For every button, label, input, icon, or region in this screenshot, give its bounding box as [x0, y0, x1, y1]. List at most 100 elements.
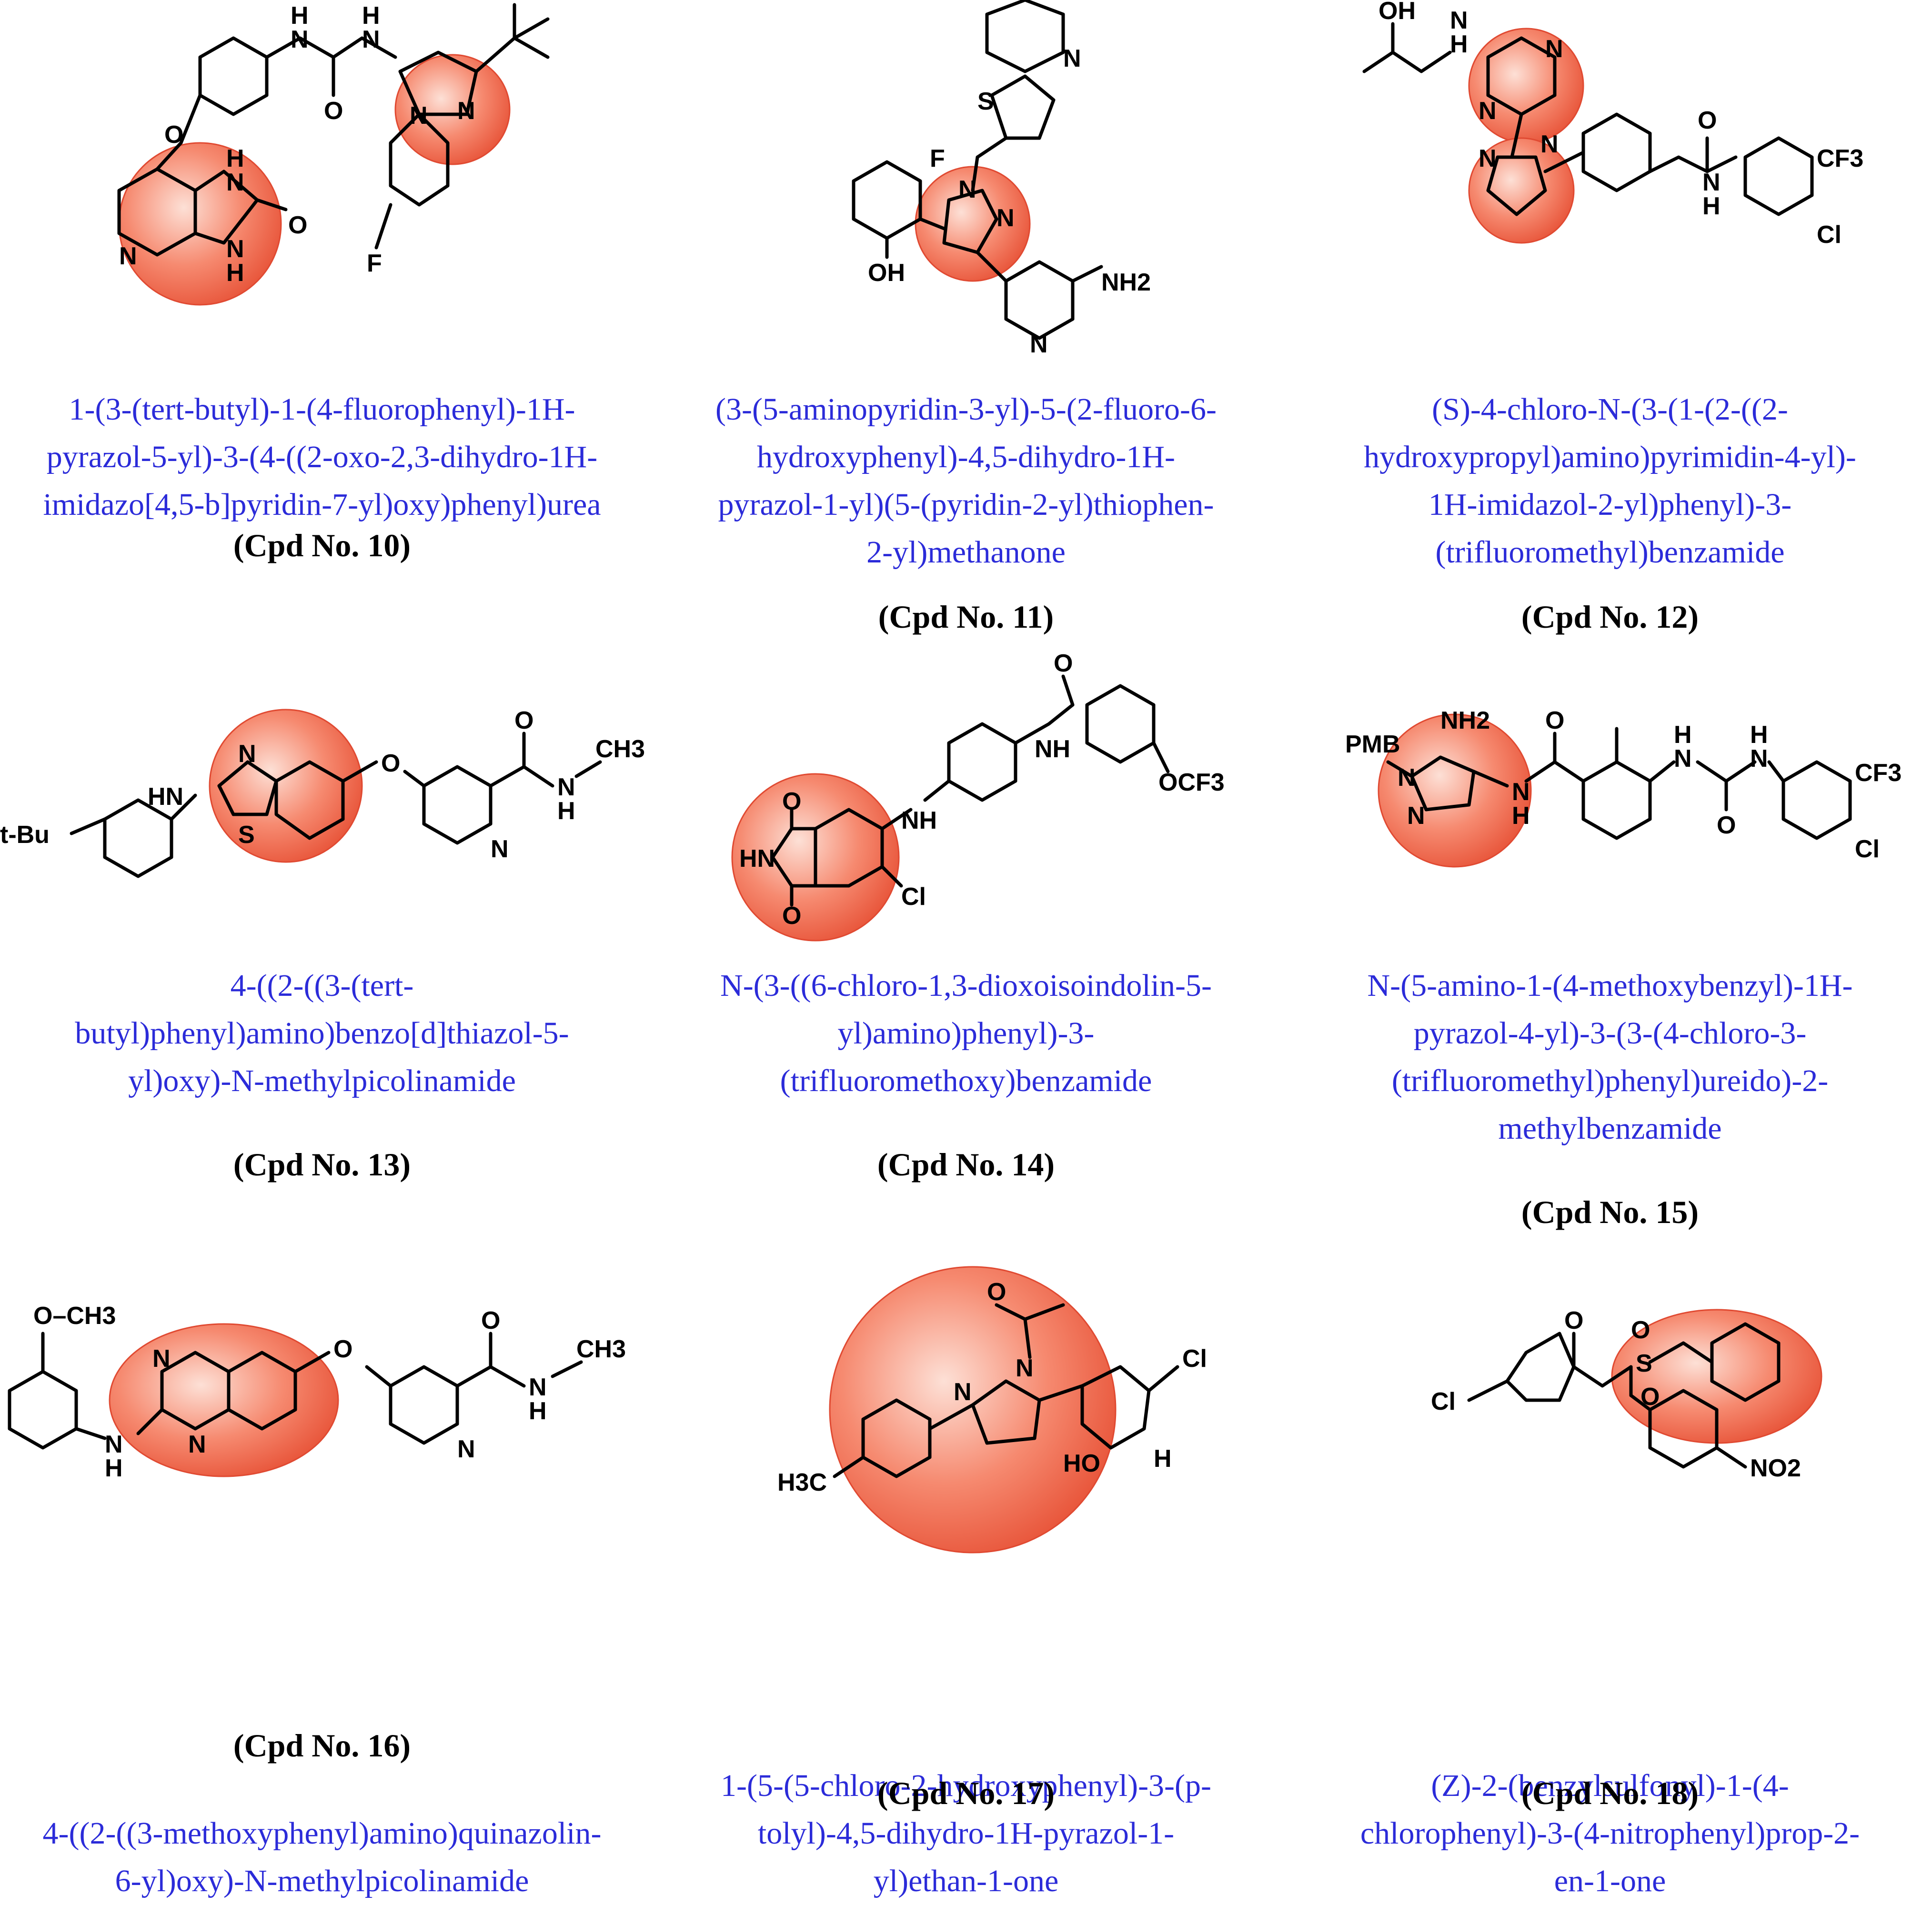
atom-h: H: [529, 1397, 547, 1425]
atom-h: H: [1512, 802, 1530, 830]
highlight-quinazoline: [109, 1323, 339, 1477]
atom-no2: NO2: [1750, 1454, 1801, 1482]
name-line: tolyl)-4,5-dihydro-1H-pyrazol-1-: [757, 1816, 1175, 1851]
iupac-name-cpd-14: N-(3-((6-chloro-1,3-dioxoisoindolin-5- y…: [644, 962, 1288, 1105]
atom-n: N: [188, 1431, 206, 1458]
atom-ho: HO: [1063, 1450, 1100, 1477]
name-line: 1-(3-(tert-butyl)-1-(4-fluorophenyl)-1H-: [69, 392, 575, 427]
name-line: (Z)-2-(benzylsulfonyl)-1-(4-: [1431, 1768, 1789, 1803]
name-line: (S)-4-chloro-N-(3-(1-(2-((2-: [1432, 392, 1788, 427]
name-line: yl)ethan-1-one: [873, 1864, 1059, 1898]
atom-oh: OH: [1379, 0, 1416, 25]
compound-panel-12: OH N H N N N N O N H CF3 Cl (S)-4-chloro…: [1288, 0, 1932, 635]
name-line: 4-((2-((3-methoxyphenyl)amino)quinazolin…: [42, 1816, 602, 1851]
atom-ocf3: OCF3: [1158, 769, 1225, 796]
atom-h: H: [1674, 721, 1692, 749]
name-line: butyl)phenyl)amino)benzo[d]thiazol-5-: [75, 1016, 569, 1051]
name-line: (3-(5-aminopyridin-3-yl)-5-(2-fluoro-6-: [715, 392, 1217, 427]
atom-n: N: [1016, 1354, 1034, 1382]
name-line: hydroxyphenyl)-4,5-dihydro-1H-: [757, 440, 1175, 474]
compound-panel-13: t-Bu HN N S O O N N H CH3 4-((2-((3-(ter…: [0, 648, 645, 1257]
atom-n: N: [996, 204, 1015, 232]
iupac-name-cpd-16: 4-((2-((3-methoxyphenyl)amino)quinazolin…: [0, 1810, 644, 1905]
atom-n: N: [529, 1374, 547, 1401]
atom-cf3: CF3: [1855, 759, 1902, 787]
highlight-pyrazole: [1378, 713, 1532, 868]
atom-h: H: [226, 259, 244, 287]
atom-o: O: [782, 902, 801, 930]
atom-n: N: [1407, 802, 1425, 830]
atom-o: O: [381, 750, 400, 777]
structure-cpd-12: OH N H N N N N O N H CF3 Cl: [1362, 0, 1863, 249]
atom-h: H: [105, 1454, 123, 1482]
name-line: N-(3-((6-chloro-1,3-dioxoisoindolin-5-: [720, 968, 1212, 1003]
atom-o: O: [514, 707, 533, 734]
name-line: pyrazol-1-yl)(5-(pyridin-2-yl)thiophen-: [718, 487, 1214, 522]
name-line: (trifluoromethyl)phenyl)ureido)-2-: [1391, 1063, 1829, 1098]
compound-panel-11: S N F N N OH NH2 N (3-(5-aminopyridin-3-…: [644, 0, 1288, 635]
atom-cl: Cl: [1182, 1345, 1207, 1373]
compound-label-14: (Cpd No. 14): [877, 1146, 1055, 1183]
structure-cpd-10: O N H O N H N H N O H N N N F: [117, 2, 550, 306]
name-line: 1H-imidazol-2-yl)phenyl)-3-: [1428, 487, 1792, 522]
atom-oh: OH: [868, 259, 905, 287]
atom-h: H: [1750, 721, 1768, 749]
structure-cpd-14: O HN O NH Cl O NH OCF3: [731, 650, 1225, 942]
atom-n: N: [1545, 35, 1563, 63]
iupac-name-cpd-15: N-(5-amino-1-(4-methoxybenzyl)-1H- pyraz…: [1288, 962, 1932, 1153]
structure-cpd-18: O S O O Cl NO2: [1431, 1307, 1822, 1482]
atom-o: O: [333, 1335, 352, 1363]
atom-h3c: H3C: [777, 1469, 827, 1496]
atom-f: F: [367, 250, 382, 277]
atom-nh: NH: [901, 807, 937, 834]
name-line: chlorophenyl)-3-(4-nitrophenyl)prop-2-: [1360, 1816, 1860, 1851]
iupac-name-cpd-11: (3-(5-aminopyridin-3-yl)-5-(2-fluoro-6- …: [644, 386, 1288, 576]
atom-o: O: [1698, 107, 1717, 134]
atom-o: O: [782, 788, 801, 815]
atom-n: N: [238, 740, 256, 768]
atom-n: N: [152, 1345, 171, 1373]
name-line: imidazo[4,5-b]pyridin-7-yl)oxy)phenyl)ur…: [43, 487, 601, 522]
atom-nh2: NH2: [1440, 707, 1490, 734]
atom-n: N: [958, 176, 976, 203]
atom-h: H: [291, 2, 309, 30]
compound-label-16: (Cpd No. 16): [233, 1727, 411, 1764]
atom-h: H: [226, 145, 244, 172]
highlight-pyrazoline-phenol: [829, 1266, 1117, 1554]
atom-o: O: [1054, 650, 1073, 677]
atom-n: N: [291, 26, 309, 53]
atom-n: N: [557, 773, 575, 801]
highlight-pyrimidine: [1468, 28, 1584, 144]
atom-n: N: [226, 169, 244, 196]
atom-n: N: [1450, 7, 1468, 34]
atom-hn: HN: [739, 845, 775, 872]
compound-label-13: (Cpd No. 13): [233, 1146, 411, 1183]
compound-label-11: (Cpd No. 11): [878, 599, 1054, 635]
atom-n: N: [457, 1435, 475, 1463]
atom-nh2: NH2: [1101, 269, 1151, 296]
atom-och3: O–CH3: [33, 1302, 116, 1330]
name-line: pyrazol-5-yl)-3-(4-((2-oxo-2,3-dihydro-1…: [46, 440, 598, 474]
atom-s: S: [1636, 1350, 1652, 1377]
atom-n: N: [491, 835, 509, 863]
structure-cpd-11: S N F N N OH NH2 N: [852, 0, 1151, 358]
name-line: 6-yl)oxy)-N-methylpicolinamide: [115, 1864, 529, 1898]
atom-h: H: [1450, 30, 1468, 58]
compound-label-12: (Cpd No. 12): [1521, 599, 1699, 635]
atom-n: N: [1540, 130, 1559, 158]
atom-n: N: [1512, 778, 1530, 806]
atom-f: F: [930, 145, 945, 172]
atom-n: N: [1030, 331, 1048, 358]
highlight-pyrazole: [394, 54, 511, 165]
highlight-imidazopyridine: [118, 142, 282, 306]
atom-pmb: PMB: [1345, 731, 1400, 758]
atom-cl: Cl: [1855, 835, 1880, 863]
atom-o: O: [1545, 707, 1564, 734]
name-line: methylbenzamide: [1498, 1111, 1722, 1146]
atom-cl: Cl: [1431, 1388, 1456, 1415]
atom-o: O: [481, 1307, 500, 1334]
structure-cpd-17: O N N Cl HO H H3C: [777, 1266, 1207, 1554]
atom-n: N: [1479, 145, 1497, 172]
name-line: N-(5-amino-1-(4-methoxybenzyl)-1H-: [1367, 968, 1853, 1003]
compound-panel-14: O HN O NH Cl O NH OCF3 N-(3-((6-chloro-1…: [644, 648, 1288, 1257]
